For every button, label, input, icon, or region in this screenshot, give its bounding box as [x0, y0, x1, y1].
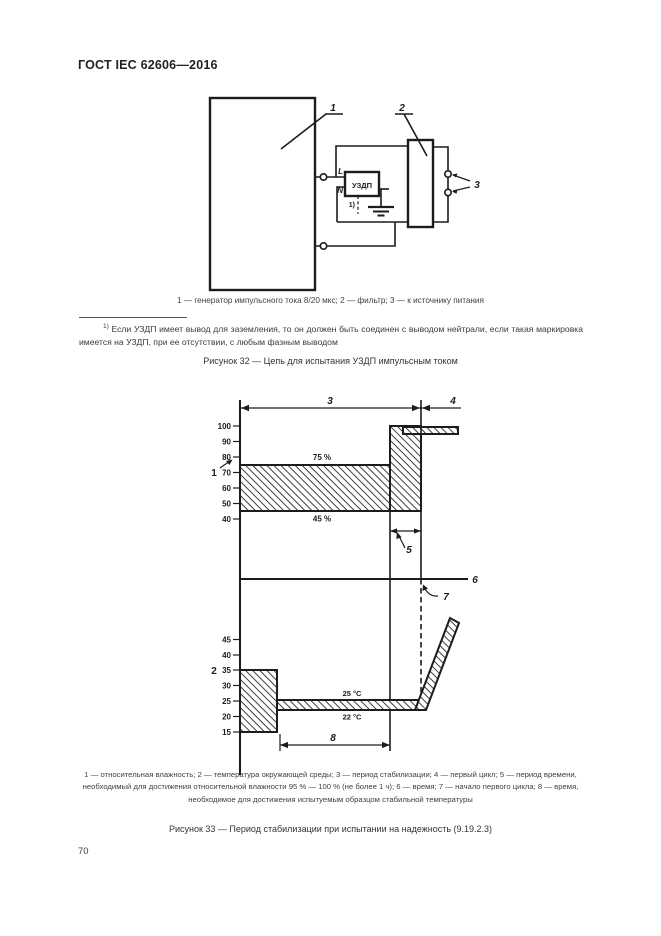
humidity-axis-ticks: 100 90 80 70 60 50 40	[218, 422, 240, 524]
arrowhead	[382, 741, 390, 749]
footnote-text: Если УЗДП имеет вывод для заземления, то…	[79, 323, 583, 347]
tick-label: 25	[222, 697, 231, 706]
figure33-chart: 3 4 100 90 80 70 60 50 40 1	[211, 396, 478, 775]
line-terminal-label: L	[338, 167, 343, 176]
arrowhead	[422, 584, 428, 591]
tick-label: 70	[222, 468, 231, 477]
cycle-start-label: 7	[443, 592, 449, 603]
arrowhead	[412, 404, 420, 412]
neutral-terminal-label: N	[337, 186, 343, 195]
tick-label: 60	[222, 484, 231, 493]
uzdp-label: УЗДП	[352, 181, 372, 190]
tick-label: 80	[222, 453, 231, 462]
arrowhead	[390, 528, 397, 534]
temp-rise-band	[413, 616, 461, 711]
arrowhead	[226, 459, 233, 465]
humidity-rise-column	[389, 425, 422, 512]
rise-time-label: 5	[406, 545, 412, 556]
generator-terminal-l	[319, 173, 328, 182]
tick-label: 20	[222, 712, 231, 721]
page-number: 70	[78, 846, 89, 857]
wire-source	[433, 146, 449, 223]
tick-label: 30	[222, 681, 231, 690]
band-top-label: 75 %	[313, 453, 331, 462]
source-ref-label: 3	[474, 180, 480, 191]
wire-top	[335, 145, 408, 177]
impulse-generator-box	[208, 96, 317, 292]
source-terminal-bottom	[443, 188, 452, 197]
tick-label: 50	[222, 499, 231, 508]
footnote-marker-on-diagram: 1)	[349, 202, 355, 209]
generator-terminal-n	[319, 242, 328, 251]
arrowhead	[280, 741, 288, 749]
tick-label: 15	[222, 728, 231, 737]
arrowhead	[414, 528, 421, 534]
footnote-marker: 1)	[103, 323, 109, 330]
temp-bottom-label: 22 °C	[343, 713, 362, 722]
stabilization-period-label: 3	[327, 396, 333, 407]
band-bottom-label: 45 %	[313, 515, 331, 524]
figure32-title: Рисунок 32 — Цепь для испытания УЗДП имп…	[203, 356, 458, 366]
footnote-separator	[79, 317, 187, 318]
filter-box	[406, 138, 435, 229]
wire-n	[315, 186, 408, 247]
arrowhead	[241, 404, 249, 412]
tick-label: 100	[218, 422, 232, 431]
first-cycle-label: 4	[449, 396, 456, 407]
temp-stable-band	[276, 699, 419, 711]
leader-generator	[280, 113, 327, 150]
footnote: 1) Если УЗДП имеет вывод для заземления,…	[79, 322, 583, 349]
arrowhead	[452, 189, 458, 194]
tick-label: 45	[222, 635, 231, 644]
uzdp-box	[343, 170, 381, 198]
figure32-circuit: 1 2 УЗДП L N	[208, 96, 480, 292]
arrowhead	[396, 532, 402, 539]
source-terminal-top	[443, 170, 452, 179]
filter-ref-label: 2	[398, 103, 405, 114]
arrowhead	[452, 173, 458, 178]
temperature-curve-label: 2	[211, 666, 217, 677]
humidity-stabilization-band	[239, 464, 391, 512]
time-axis-label: 6	[472, 575, 478, 586]
humidity-cycle-band	[402, 426, 459, 435]
figure33-title: Рисунок 33 — Период стабилизации при исп…	[168, 824, 493, 834]
generator-ref-label: 1	[330, 103, 336, 114]
arrowhead	[422, 404, 430, 412]
figure33-caption: 1 — относительная влажность; 2 — темпера…	[82, 770, 579, 804]
earth-icon	[368, 205, 394, 217]
tick-label: 40	[222, 515, 231, 524]
humidity-curve-label: 1	[211, 468, 217, 479]
temp-initial-block	[239, 669, 278, 733]
tick-label: 40	[222, 651, 231, 660]
figure32-caption: 1 — генератор импульсного тока 8/20 мкс;…	[177, 296, 484, 305]
temperature-axis-ticks: 45 40 35 30 25 20 15	[222, 635, 240, 737]
document-header: ГОСТ IEC 62606—2016	[78, 58, 218, 72]
leader-filter	[403, 113, 428, 157]
tick-label: 90	[222, 437, 231, 446]
tick-label: 35	[222, 666, 231, 675]
temp-settle-time-label: 8	[330, 733, 336, 744]
temp-top-label: 25 °C	[343, 689, 362, 698]
